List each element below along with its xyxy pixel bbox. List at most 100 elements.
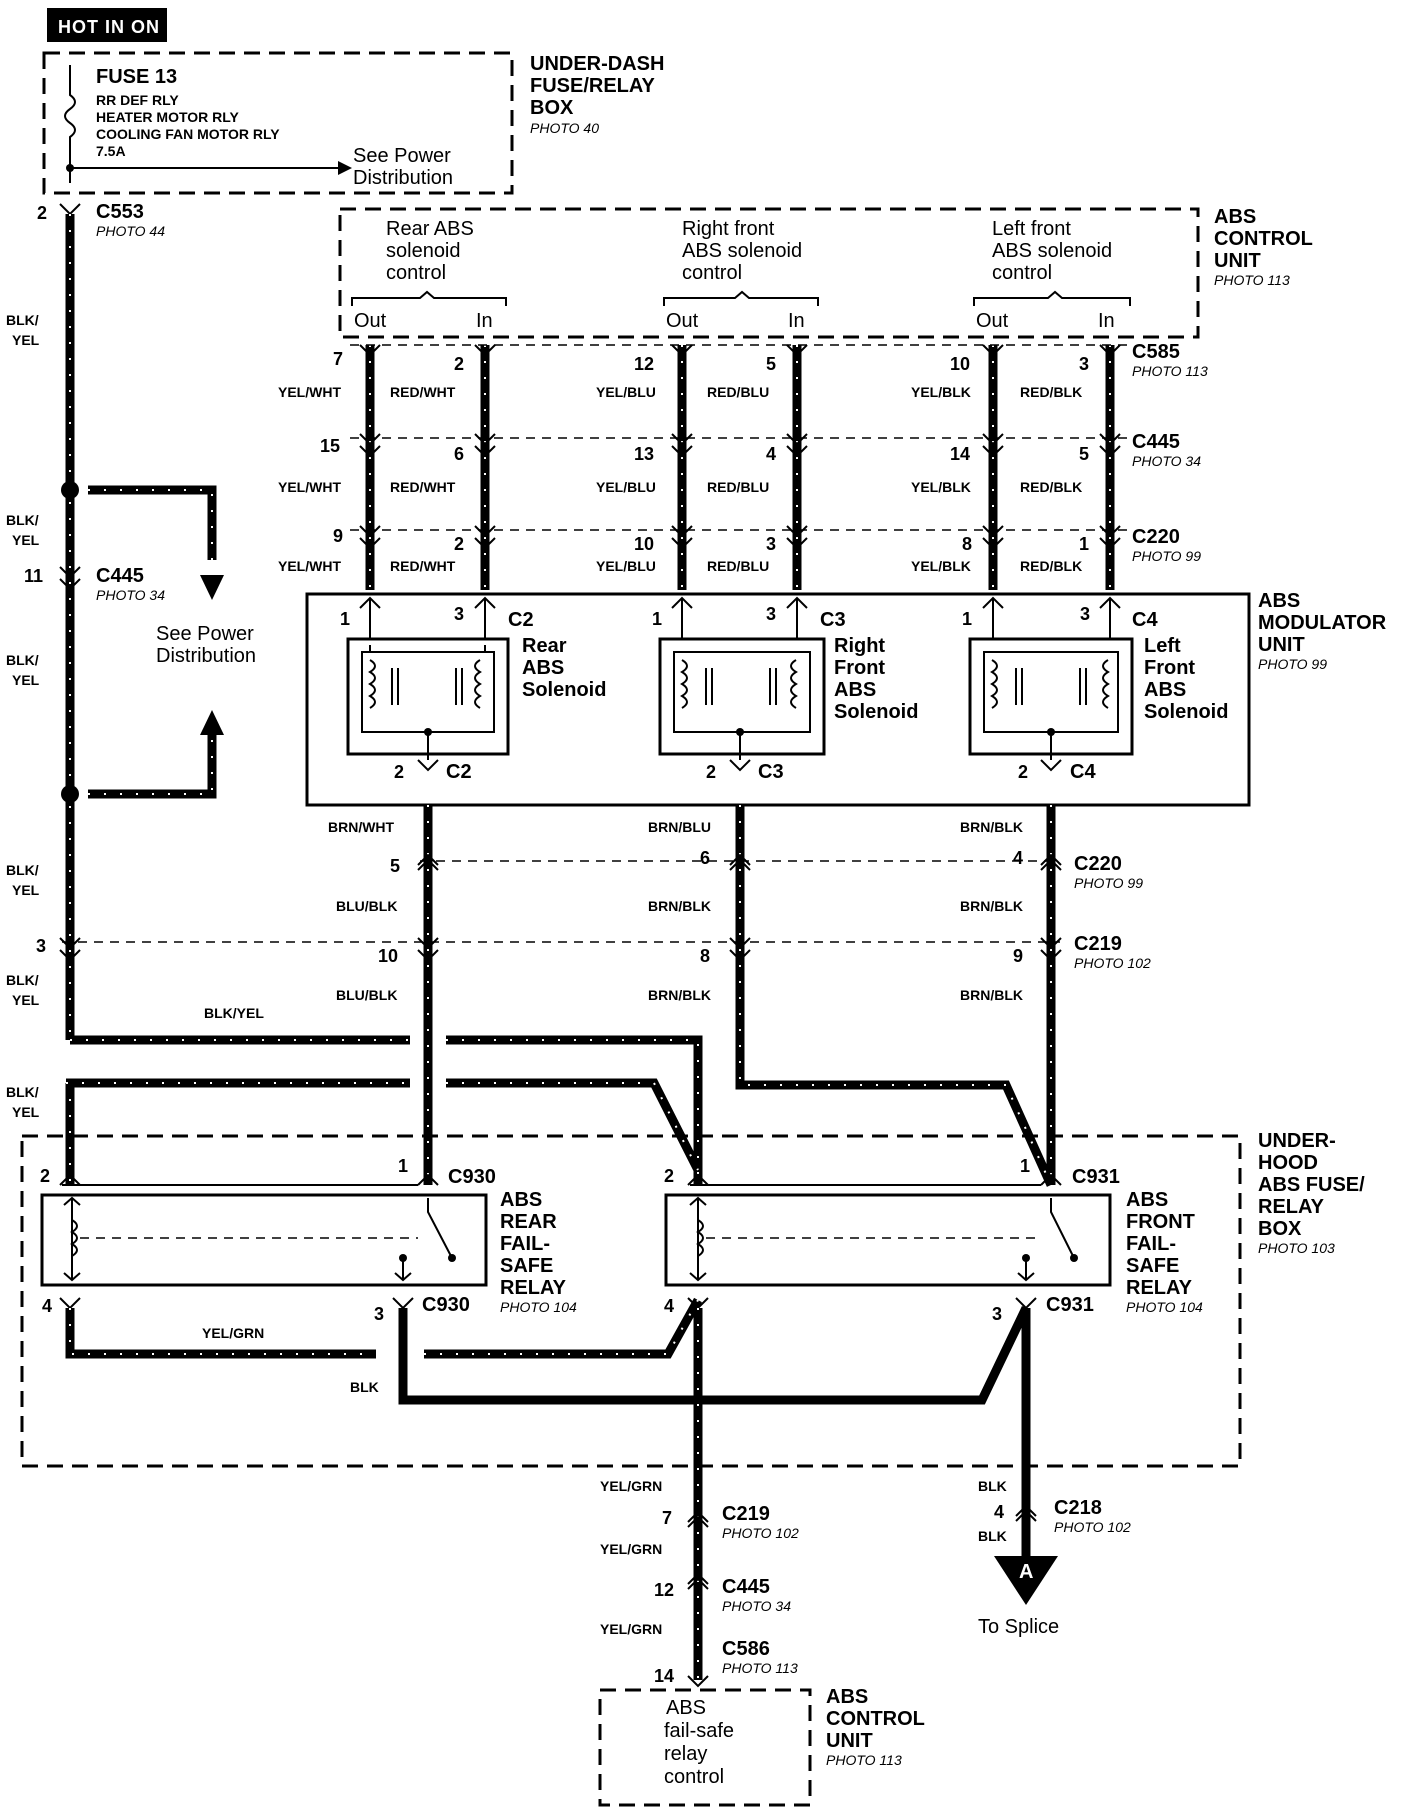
relay-box-title-5: BOX	[1258, 1218, 1302, 1240]
left-wire-lbl-1b: YEL	[12, 332, 40, 348]
group-rear-brace	[351, 290, 507, 306]
splice-text: To Splice	[978, 1616, 1059, 1638]
bottom-control-title-3: UNIT	[826, 1730, 873, 1752]
c445-pin-3: 13	[634, 444, 654, 464]
c220-wire-5: YEL/BLK	[911, 558, 971, 574]
front-relay-name-5: RELAY	[1126, 1277, 1193, 1299]
lower-wires	[65, 805, 1056, 1187]
rear-relay-name-3: FAIL-	[500, 1233, 550, 1255]
c220-low-pin-1: 5	[390, 856, 400, 876]
rf-sol-name-2: Front	[834, 657, 885, 679]
c585-pin-4: 5	[766, 354, 776, 374]
fuse-line-1: RR DEF RLY	[96, 92, 179, 108]
c220-pin-4: 3	[766, 534, 776, 554]
mod-out-wire-2: BRN/BLU	[648, 819, 711, 835]
modulator-photo: PHOTO 99	[1258, 656, 1327, 672]
bottom-wire-2: YEL/GRN	[600, 1541, 662, 1557]
lf-sol-pin-out: 2	[1018, 762, 1028, 782]
c585-wire-6: RED/BLK	[1020, 384, 1082, 400]
c220-pin-3: 10	[634, 534, 654, 554]
c445-pin-1: 15	[320, 436, 340, 456]
rear-relay-name-5: RELAY	[500, 1277, 567, 1299]
group-lf-in: In	[1098, 310, 1115, 332]
c219-bottom-name: C219	[722, 1503, 770, 1525]
c445-bottom-pin: 12	[654, 1580, 674, 1600]
relay-blk: BLK	[350, 1379, 379, 1395]
c220-low-photo: PHOTO 99	[1074, 875, 1143, 891]
upper-connector-chevrons	[359, 344, 1121, 550]
rear-abs-solenoid	[346, 596, 510, 772]
c553-photo: PHOTO 44	[96, 223, 165, 239]
blk-yel-horiz: BLK/YEL	[204, 1005, 264, 1021]
bottom-wire-3: YEL/GRN	[600, 1621, 662, 1637]
left-wire-lbl-4b: YEL	[12, 882, 40, 898]
relay-box-title-2: HOOD	[1258, 1152, 1318, 1174]
c445-wire-5: YEL/BLK	[911, 479, 971, 495]
low-wire-2: BRN/BLK	[648, 987, 711, 1003]
mid-wire-2: BRN/BLK	[648, 898, 711, 914]
c218-conn	[1015, 1504, 1037, 1522]
c219-bottom-conn	[687, 1510, 709, 1528]
fuse-splice-dot	[66, 164, 74, 172]
front-relay-name-4: SAFE	[1126, 1255, 1179, 1277]
c585-pin-2: 2	[454, 354, 464, 374]
power-tag-box	[47, 8, 167, 42]
mid-wire-3: BRN/BLK	[960, 898, 1023, 914]
rear-sol-name-1: Rear	[522, 635, 567, 657]
front-relay-name-1: ABS	[1126, 1189, 1168, 1211]
front-relay-pin-in-left: 2	[664, 1166, 674, 1186]
left-wire-lbl-3b: YEL	[12, 672, 40, 688]
c219-low-pin-4: 9	[1013, 946, 1023, 966]
fuse-box-title-2: FUSE/RELAY	[530, 75, 656, 97]
group-rf-in: In	[788, 310, 805, 332]
c219-low-name: C219	[1074, 933, 1122, 955]
c218-pin: 4	[994, 1502, 1004, 1522]
rear-relay-pin-out-right: 3	[374, 1304, 384, 1324]
c220-wire-4: RED/BLU	[707, 558, 769, 574]
group-rf-line1: Right front	[682, 218, 775, 240]
fuse-title: FUSE 13	[96, 66, 177, 88]
abs-control-photo: PHOTO 113	[1214, 272, 1290, 288]
c586-photo: PHOTO 113	[722, 1660, 798, 1676]
front-relay-conn-bottom: C931	[1046, 1294, 1094, 1316]
bottom-control-title-2: CONTROL	[826, 1708, 925, 1730]
see-power-arrow-up	[200, 710, 224, 735]
c553-name: C553	[96, 201, 144, 223]
c585-pin-5: 10	[950, 354, 970, 374]
rf-sol-pin-out: 2	[706, 762, 716, 782]
left-wire-lbl-5b: YEL	[12, 992, 40, 1008]
rf-sol-conn-out: C3	[758, 761, 784, 783]
relay-box-title-4: RELAY	[1258, 1196, 1325, 1218]
c219-low-pin-3: 8	[700, 946, 710, 966]
front-relay-pin-out-left: 4	[664, 1296, 674, 1316]
lf-sol-name-1: Left	[1144, 635, 1181, 657]
c445-photo: PHOTO 34	[1132, 453, 1201, 469]
see-power-text-1: See Power	[156, 623, 254, 645]
c585-wire-2: RED/WHT	[390, 384, 456, 400]
modulator-title-3: UNIT	[1258, 634, 1305, 656]
group-rear-out: Out	[354, 310, 387, 332]
c220-low-pin-2: 6	[700, 848, 710, 868]
group-rf-line3: control	[682, 262, 742, 284]
left-wire-lbl-2b: YEL	[12, 532, 40, 548]
rf-sol-pin-a: 1	[652, 609, 662, 629]
lf-sol-name-2: Front	[1144, 657, 1195, 679]
c586-conn	[687, 1675, 709, 1688]
group-lf-out: Out	[976, 310, 1009, 332]
control-box-line1: ABS	[666, 1697, 706, 1719]
c445-pin-4: 4	[766, 444, 776, 464]
c445-pin-5: 14	[950, 444, 970, 464]
fuse-see-power-1: See Power	[353, 145, 451, 167]
front-relay-photo: PHOTO 104	[1126, 1299, 1203, 1315]
fuse-box-title-1: UNDER-DASH	[530, 53, 664, 75]
left-wire-lbl-2a: BLK/	[6, 512, 39, 528]
abs-modulator-unit	[305, 592, 1251, 807]
c445-wire-4: RED/BLU	[707, 479, 769, 495]
c220-pin-2: 2	[454, 534, 464, 554]
rear-relay-pin-out-left: 4	[42, 1296, 52, 1316]
rf-sol-pin-b: 3	[766, 604, 776, 624]
c218-photo: PHOTO 102	[1054, 1519, 1131, 1535]
see-power-branch-top	[88, 485, 217, 560]
lf-sol-name-3: ABS	[1144, 679, 1186, 701]
